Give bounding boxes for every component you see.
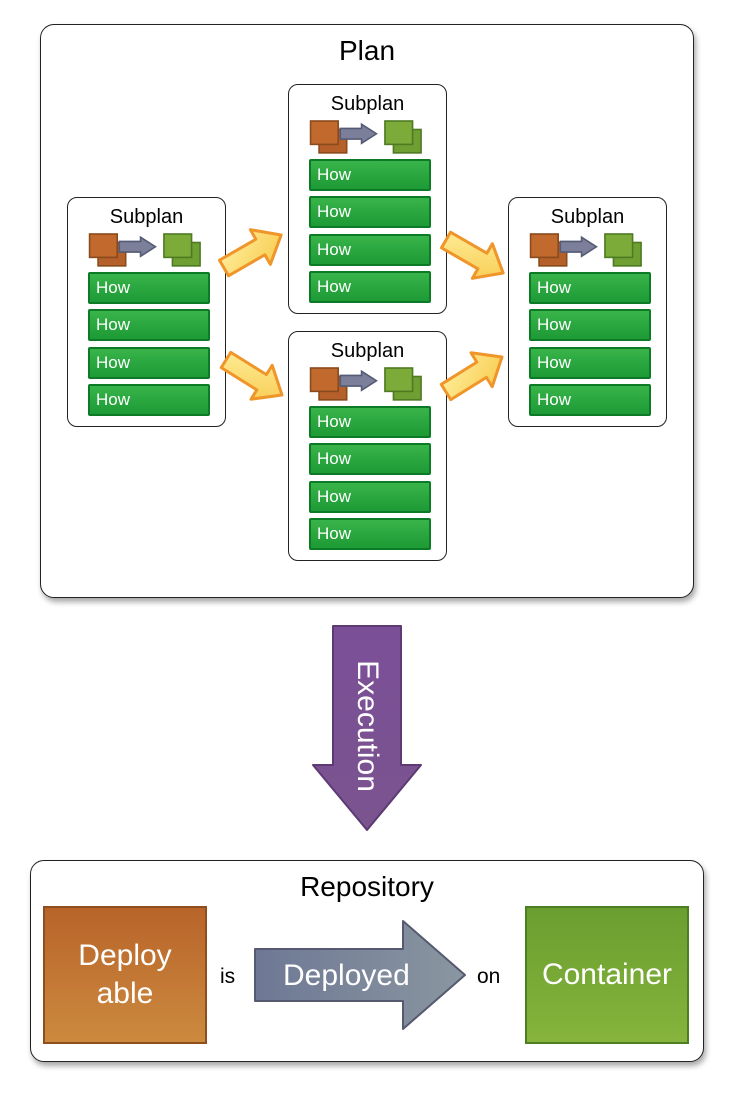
subplan-3: Subplan How How How How [288,331,447,561]
execution-arrow [312,625,422,831]
how-item: How [88,272,210,304]
deployable-box: Deploy able [43,906,207,1044]
execution-label: Execution [351,660,384,792]
container-label: Container [541,958,673,991]
how-item: How [88,384,210,416]
subplan-title: Subplan [330,93,405,115]
how-item: How [529,347,651,379]
how-item: How [309,196,431,228]
deployable-label-line1: Deploy [78,939,172,972]
subplan-2: Subplan How How How How [288,84,447,314]
flow-arrow-up-right [218,228,283,278]
how-item: How [309,234,431,266]
how-item: How [309,481,431,513]
deployable-label-line2: able [96,977,154,1010]
subplan-1: Subplan How How How How [67,197,226,427]
how-item: How [88,347,210,379]
how-item: How [309,518,431,550]
how-item: How [309,159,431,191]
how-item: How [529,309,651,341]
is-label: is [220,965,236,988]
subplan-title: Subplan [550,206,625,228]
how-item: How [309,443,431,475]
subplan-title: Subplan [330,340,405,362]
deployed-arrow [254,920,466,1030]
deployed-label: Deployed [283,959,410,992]
flow-arrow-up-right [439,351,504,402]
flow-arrow-down-right [219,350,284,401]
repository-panel: Repository Deploy able is Deployed on Con… [30,860,704,1062]
how-item: How [529,272,651,304]
how-item: How [88,309,210,341]
container-box: Container [525,906,689,1044]
how-item: How [309,271,431,303]
flow-arrow-down-right [440,230,505,280]
plan-title: Plan [338,35,396,66]
how-item: How [529,384,651,416]
how-item: How [309,406,431,438]
plan-panel: Plan Subplan How How How How Subplan How… [40,24,694,598]
subplan-title: Subplan [109,206,184,228]
on-label: on [477,965,501,988]
repository-title: Repository [300,871,434,902]
subplan-4: Subplan How How How How [508,197,667,427]
